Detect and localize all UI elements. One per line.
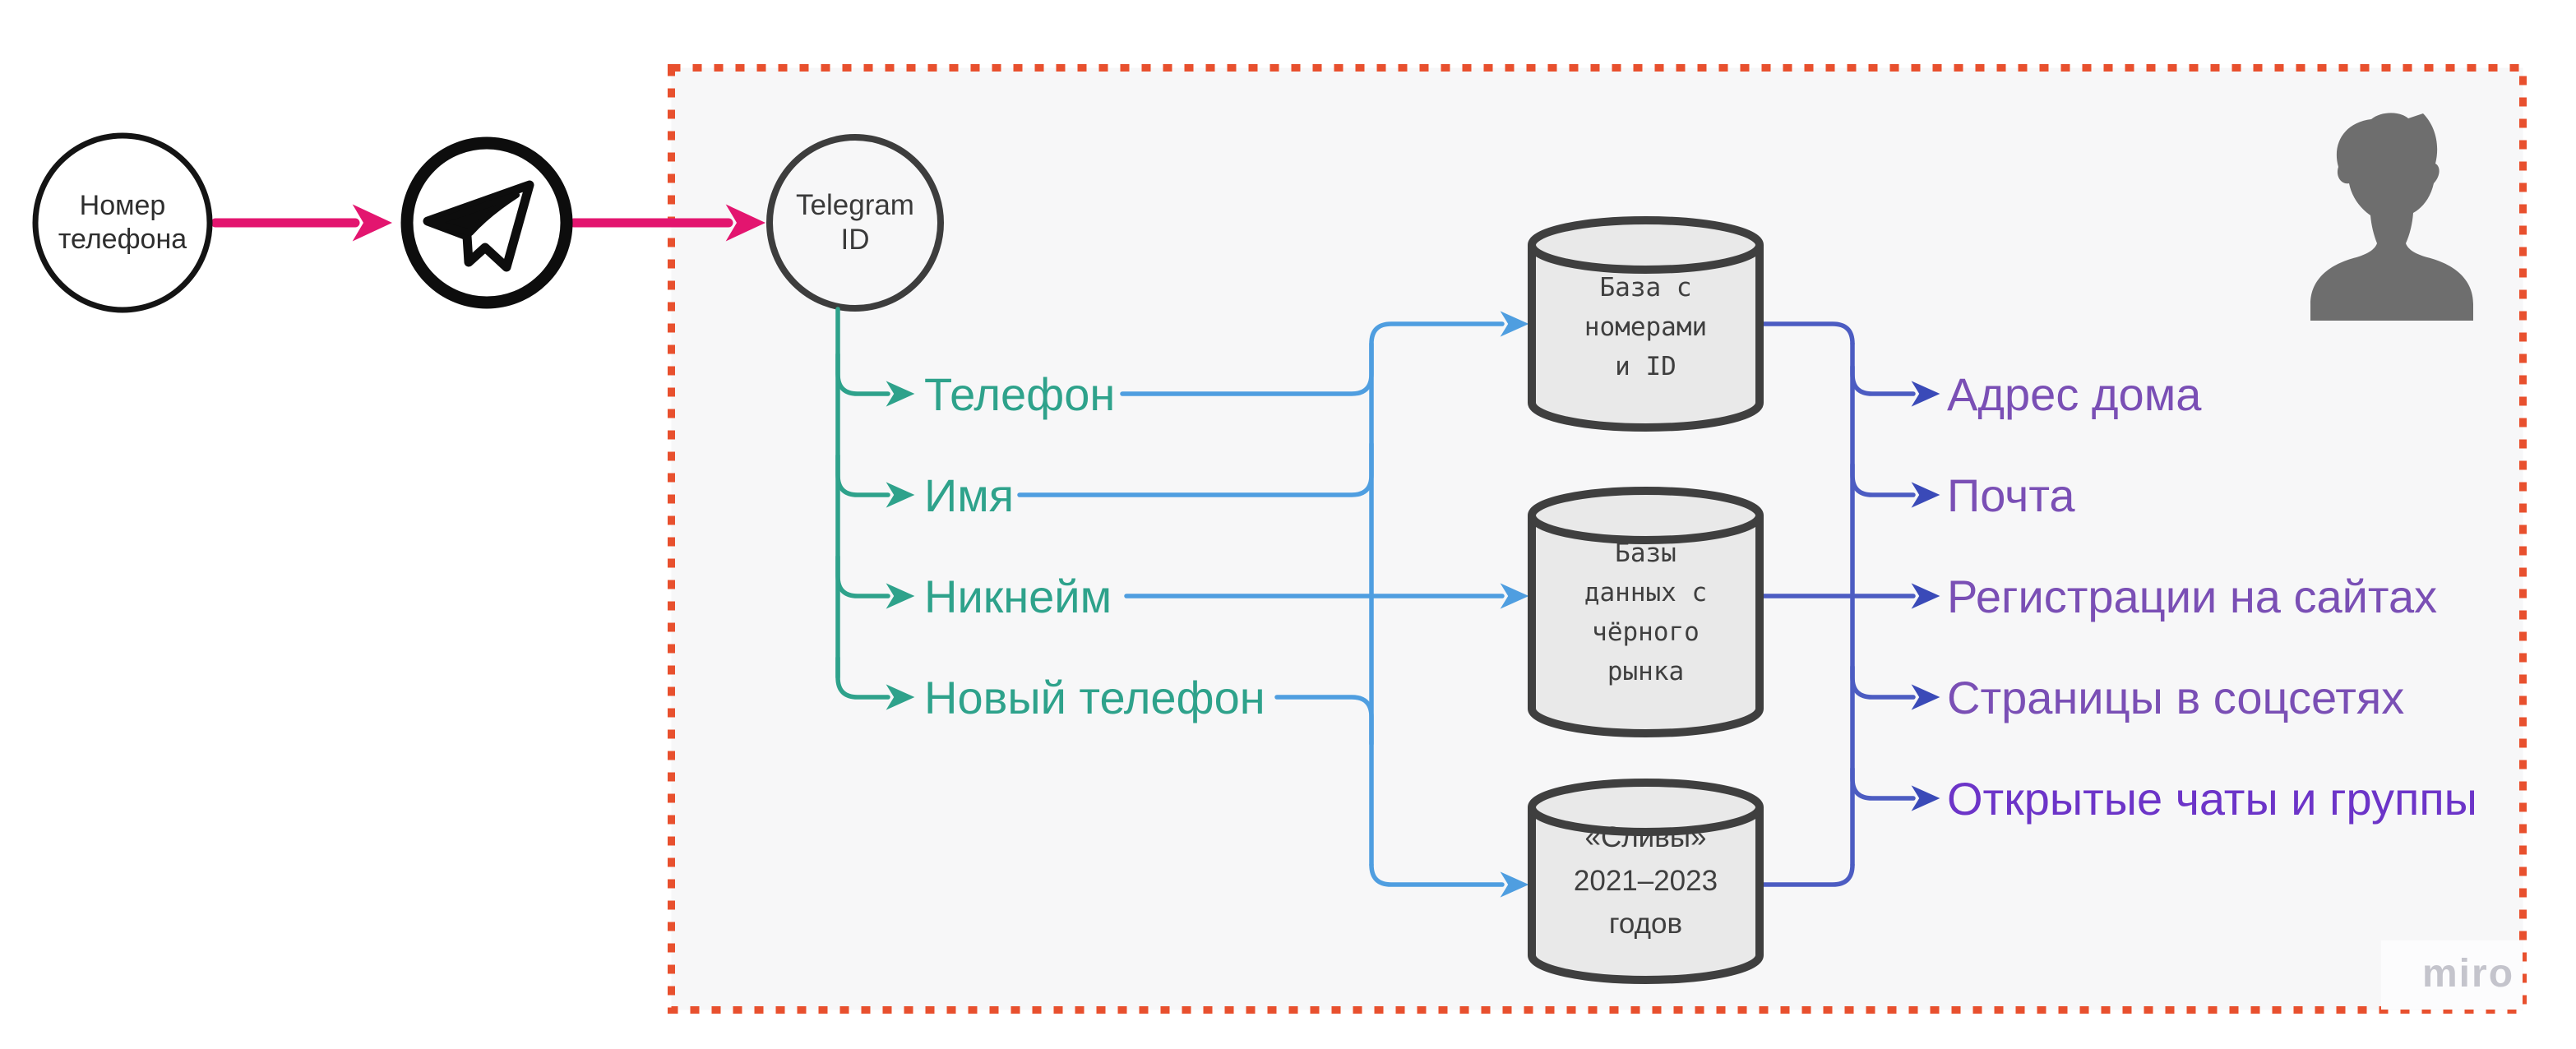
database-cylinder-leaks[interactable]	[1528, 779, 1764, 984]
telegram-id-node-circle[interactable]	[766, 134, 944, 312]
indigo-branch-mail[interactable]	[1850, 462, 1940, 508]
blue-connector-tree[interactable]	[1017, 311, 1529, 898]
telegram-icon[interactable]	[400, 136, 573, 309]
extracted-field-name[interactable]: Имя	[924, 469, 1015, 521]
blue-trunk-to-db3[interactable]	[1369, 862, 1529, 898]
indigo-branch-address[interactable]	[1850, 364, 1940, 407]
database-label-numbers[interactable]: База с номерами и ID	[1584, 272, 1708, 382]
teal-branch-phone[interactable]	[835, 352, 915, 407]
database-label-blackmarket[interactable]: Базы данных с чёрного рынка	[1584, 538, 1708, 687]
teal-branch-nickname[interactable]	[835, 554, 915, 609]
telegram-id-node-label[interactable]: Telegram ID	[796, 189, 914, 256]
source-node-circle[interactable]	[32, 132, 213, 313]
indigo-connector-tree[interactable]	[1757, 321, 1940, 887]
blue-newphone-to-trunk[interactable]	[1274, 695, 1374, 746]
watermark-backdrop	[2381, 940, 2523, 1010]
extracted-field-phone[interactable]: Телефон	[924, 367, 1116, 420]
teal-branch-name[interactable]	[835, 453, 915, 508]
miro-watermark: miro	[2422, 951, 2515, 996]
database-cylinder-blackmarket[interactable]	[1528, 487, 1764, 737]
person-silhouette-icon[interactable]	[2310, 113, 2473, 321]
finding-social-pages[interactable]: Страницы в соцсетях	[1947, 671, 2405, 723]
finding-site-registrations[interactable]: Регистрации на сайтах	[1947, 570, 2438, 622]
blue-name-to-trunk[interactable]	[1017, 441, 1374, 497]
finding-mail[interactable]: Почта	[1947, 469, 2075, 521]
indigo-db1-to-trunk[interactable]	[1757, 321, 1855, 346]
teal-connector-tree[interactable]	[835, 307, 915, 710]
indigo-branch-social[interactable]	[1850, 664, 1940, 710]
extracted-field-newphone[interactable]: Новый телефон	[924, 671, 1265, 723]
teal-branch-newphone[interactable]	[835, 655, 915, 710]
database-cylinder-numbers[interactable]	[1528, 216, 1764, 432]
extracted-field-nickname[interactable]: Никнейм	[924, 570, 1112, 622]
indigo-db3-to-trunk[interactable]	[1757, 862, 1855, 887]
indigo-branch-chats[interactable]	[1850, 766, 1940, 811]
finding-open-chats[interactable]: Открытые чаты и группы	[1947, 772, 2477, 825]
finding-home-address[interactable]: Адрес дома	[1947, 367, 2202, 420]
database-label-leaks[interactable]: «Сливы» 2021–2023 годов	[1573, 821, 1718, 940]
source-node-label[interactable]: Номер телефона	[58, 190, 187, 255]
blue-phone-to-db1[interactable]	[1120, 311, 1529, 396]
